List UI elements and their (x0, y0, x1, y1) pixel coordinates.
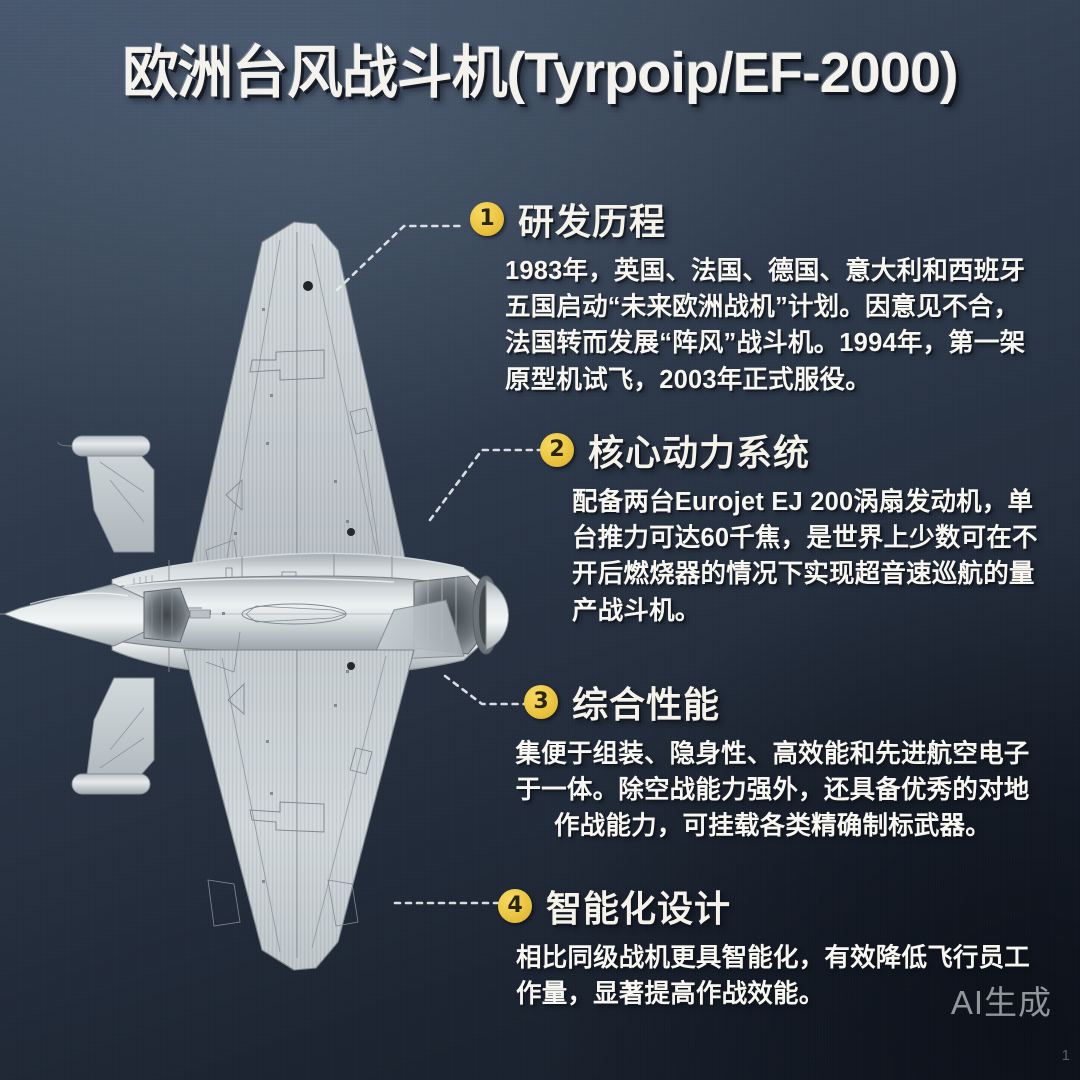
aircraft-illustration (0, 180, 524, 1010)
page-title-text: 欧洲台风战斗机(Tyrpoip/EF-2000) (122, 41, 958, 105)
section-2: 2 核心动力系统 配备两台Eurojet EJ 200涡扇发动机，单台推力可达6… (512, 424, 1042, 629)
section-2-header: 2 核心动力系统 (540, 424, 1042, 476)
badge-number-4: 4 (498, 889, 532, 923)
section-3-body: 集便于组装、隐身性、高效能和先进航空电子于一体。除空战能力强外，还具备优秀的对地… (515, 740, 1030, 841)
section-1-title: 研发历程 (518, 201, 667, 242)
fin-strake-lower (371, 599, 465, 661)
wingtip-pod-lower (71, 773, 151, 795)
section-1: 1 研发历程 1983年，英国、法国、德国、意大利和西班牙五国启动“未来欧洲战机… (470, 193, 1040, 398)
aircraft-body (0, 221, 509, 971)
section-3-title: 综合性能 (572, 684, 721, 725)
section-2-body: 配备两台Eurojet EJ 200涡扇发动机，单台推力可达60千焦，是世界上少… (572, 488, 1038, 625)
section-1-body: 1983年，英国、法国、德国、意大利和西班牙五国启动“未来欧洲战机”计划。因意见… (505, 257, 1026, 394)
nose-cone (0, 583, 145, 647)
badge-number-1: 1 (470, 202, 504, 236)
wingtip-pod-upper (57, 435, 151, 457)
engine-intakes (143, 587, 211, 643)
section-4-body: 相比同级战机更具智能化，有效降低飞行员工作量，显著提高作战效能。 (516, 944, 1031, 1009)
badge-number-2: 2 (540, 433, 574, 467)
section-4-header: 4 智能化设计 (498, 880, 1043, 932)
wing-upper (183, 221, 415, 601)
ai-watermark-sub: 1 (1061, 1047, 1070, 1064)
section-3: 3 综合性能 集便于组装、隐身性、高效能和先进航空电子于一体。除空战能力强外，还… (500, 676, 1045, 845)
ai-watermark: AI生成 (950, 984, 1052, 1021)
section-4: 4 智能化设计 相比同级战机更具智能化，有效降低飞行员工作量，显著提高作战效能。 (488, 880, 1043, 1012)
badge-number-3: 3 (524, 685, 558, 719)
section-4-title: 智能化设计 (546, 888, 732, 929)
section-1-header: 1 研发历程 (470, 193, 1040, 245)
section-2-title: 核心动力系统 (588, 432, 811, 473)
page-title: 欧洲台风战斗机(Tyrpoip/EF-2000) (0, 41, 1080, 105)
section-3-header: 3 综合性能 (524, 676, 1045, 728)
wing-lower (183, 631, 415, 971)
